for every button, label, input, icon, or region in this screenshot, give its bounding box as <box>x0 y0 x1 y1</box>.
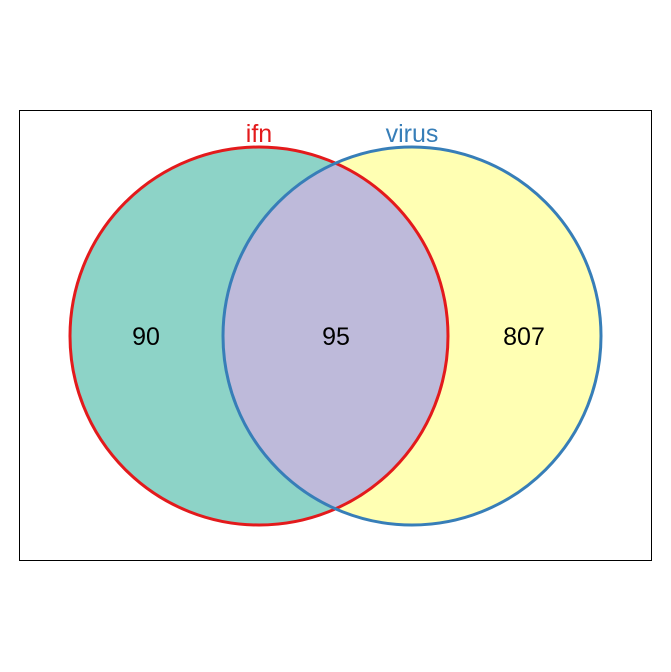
region-count-both: 95 <box>322 323 350 351</box>
set-label-virus: virus <box>386 120 439 148</box>
region-count-virus-only: 807 <box>503 323 545 351</box>
overlap-region-fill <box>223 147 448 525</box>
set-label-ifn: ifn <box>246 120 272 148</box>
region-count-ifn-only: 90 <box>132 323 160 351</box>
ifn-set-outline <box>68 145 450 527</box>
plot-frame <box>19 110 652 561</box>
virus-set-outline <box>221 145 603 527</box>
